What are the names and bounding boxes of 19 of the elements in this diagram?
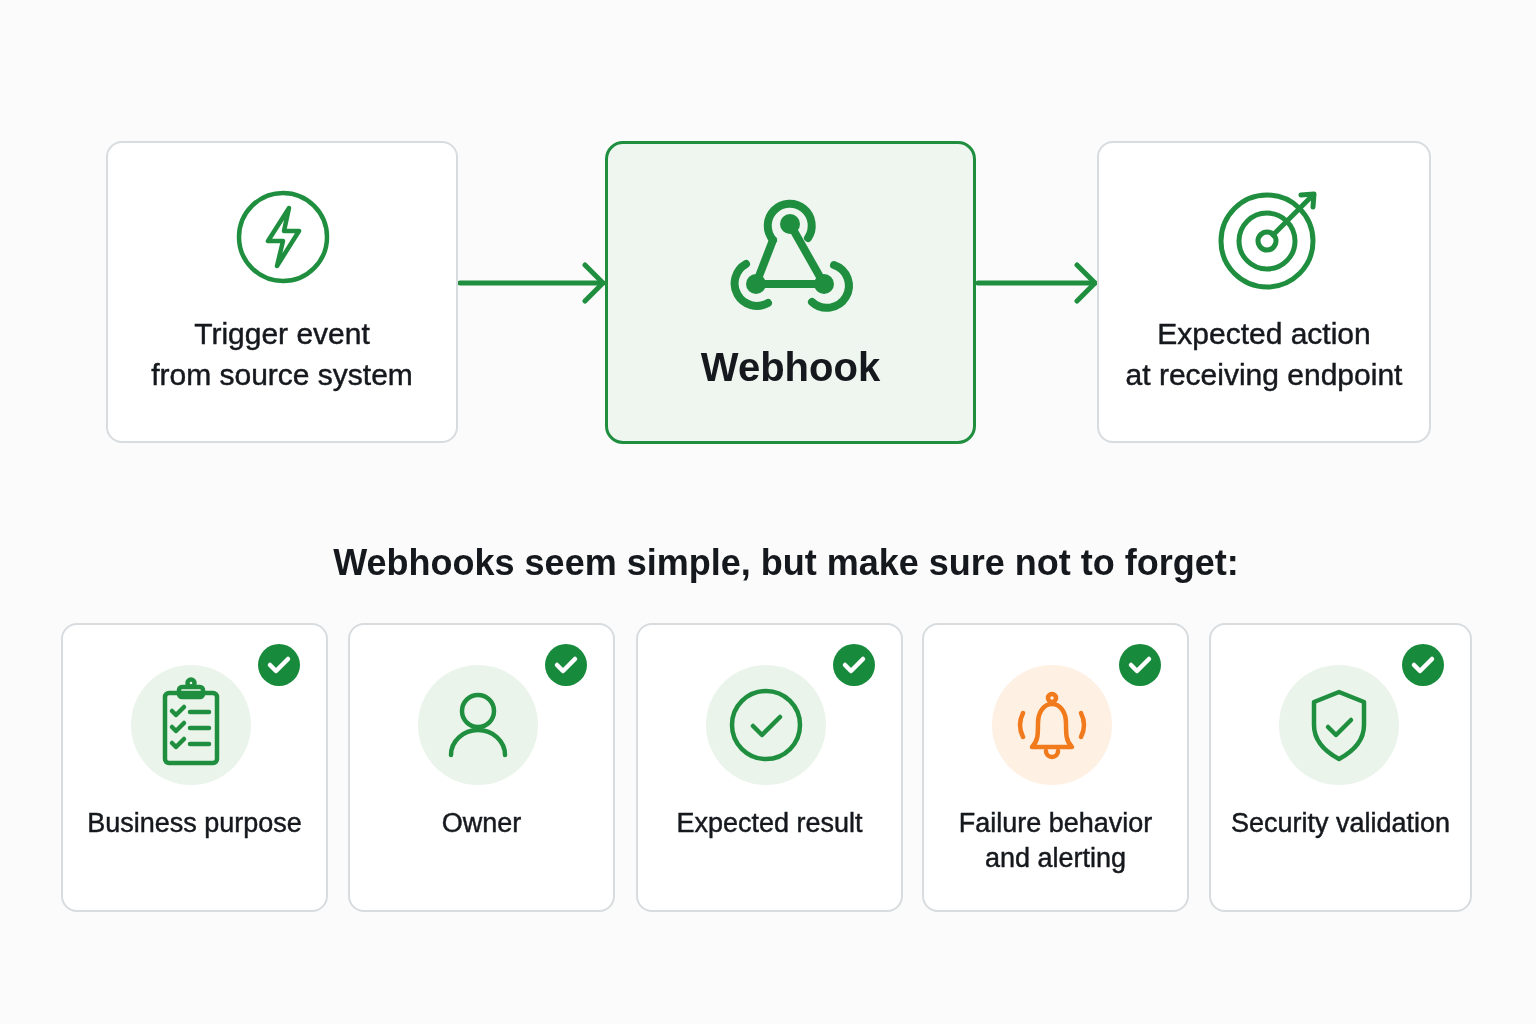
checklist-card <box>1209 623 1472 912</box>
checklist-label: Owner <box>441 807 522 840</box>
process-box <box>1097 141 1431 443</box>
node-label: Expected action at receiving endpoint <box>1125 316 1403 393</box>
checklist-label: Failure behavior and alerting <box>958 807 1153 875</box>
checklist-card <box>922 623 1189 912</box>
arrow <box>457 262 606 304</box>
checklist-label: Expected result <box>676 807 863 840</box>
checklist-card <box>636 623 903 912</box>
checklist-label: Business purpose <box>87 807 302 840</box>
checklist-card <box>61 623 328 912</box>
checklist-card <box>348 623 615 912</box>
process-box <box>605 141 976 444</box>
checklist-label: Security validation <box>1230 807 1451 840</box>
node-label: Trigger event from source system <box>151 316 413 393</box>
arrow <box>975 262 1098 304</box>
process-box <box>106 141 458 443</box>
node-label: Webhook <box>700 344 881 391</box>
section-heading: Webhooks seem simple, but make sure not to forget: <box>333 541 1239 585</box>
